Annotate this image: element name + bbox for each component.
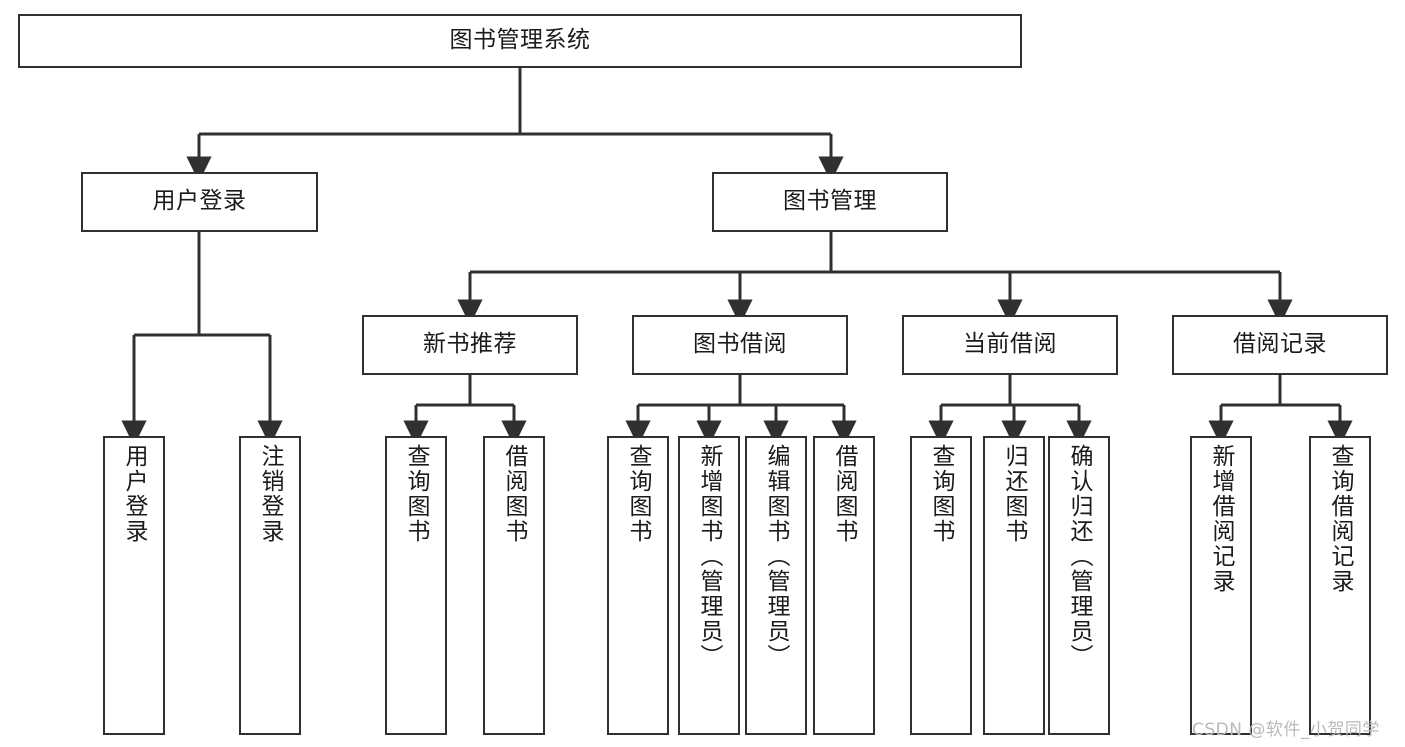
node-user-login-label: 用户登录 [152, 188, 247, 215]
leaf-node[interactable]: 新增借阅记录 [1190, 436, 1252, 735]
leaf-node[interactable]: 确认归还（管理员） [1048, 436, 1110, 735]
leaf-node-label: 用户登录 [121, 444, 148, 544]
leaf-node[interactable]: 新增图书（管理员） [678, 436, 740, 735]
leaf-node-label: 借阅图书 [831, 444, 858, 544]
node-root-system[interactable]: 图书管理系统 [18, 14, 1022, 68]
node-current-borrowing[interactable]: 当前借阅 [902, 315, 1118, 375]
leaf-node-label: 查询图书 [403, 444, 430, 544]
leaf-node[interactable]: 用户登录 [103, 436, 165, 735]
node-book-borrowing[interactable]: 图书借阅 [632, 315, 848, 375]
node-book-borrowing-label: 图书借阅 [693, 331, 787, 358]
node-borrowing-records-label: 借阅记录 [1233, 331, 1327, 358]
leaf-node[interactable]: 归还图书 [983, 436, 1045, 735]
leaf-node-label: 新增图书（管理员） [696, 444, 723, 669]
watermark-text: CSDN @软件_小贺同学 [1192, 720, 1380, 740]
leaf-node-label: 借阅图书 [501, 444, 528, 544]
leaf-node-label: 归还图书 [1001, 444, 1028, 544]
node-book-management-label: 图书管理 [783, 188, 877, 215]
node-root-system-label: 图书管理系统 [449, 27, 591, 54]
leaf-node-label: 注销登录 [257, 444, 284, 544]
leaf-node-label: 查询图书 [625, 444, 652, 544]
leaf-node-label: 查询图书 [928, 444, 955, 544]
node-borrowing-records[interactable]: 借阅记录 [1172, 315, 1388, 375]
node-new-book-recommendation[interactable]: 新书推荐 [362, 315, 578, 375]
node-new-book-recommendation-label: 新书推荐 [423, 331, 517, 358]
leaf-node-label: 新增借阅记录 [1208, 444, 1235, 594]
node-current-borrowing-label: 当前借阅 [963, 331, 1057, 358]
leaf-node-label: 编辑图书（管理员） [763, 444, 790, 669]
leaf-node[interactable]: 编辑图书（管理员） [745, 436, 807, 735]
leaf-node[interactable]: 查询图书 [385, 436, 447, 735]
leaf-node[interactable]: 查询图书 [910, 436, 972, 735]
leaf-node-label: 确认归还（管理员） [1066, 444, 1093, 669]
leaf-node[interactable]: 注销登录 [239, 436, 301, 735]
node-book-management[interactable]: 图书管理 [712, 172, 948, 232]
leaf-node[interactable]: 查询图书 [607, 436, 669, 735]
leaf-node[interactable]: 查询借阅记录 [1309, 436, 1371, 735]
leaf-node[interactable]: 借阅图书 [483, 436, 545, 735]
leaf-node-label: 查询借阅记录 [1327, 444, 1354, 594]
node-user-login[interactable]: 用户登录 [81, 172, 318, 232]
leaf-node[interactable]: 借阅图书 [813, 436, 875, 735]
